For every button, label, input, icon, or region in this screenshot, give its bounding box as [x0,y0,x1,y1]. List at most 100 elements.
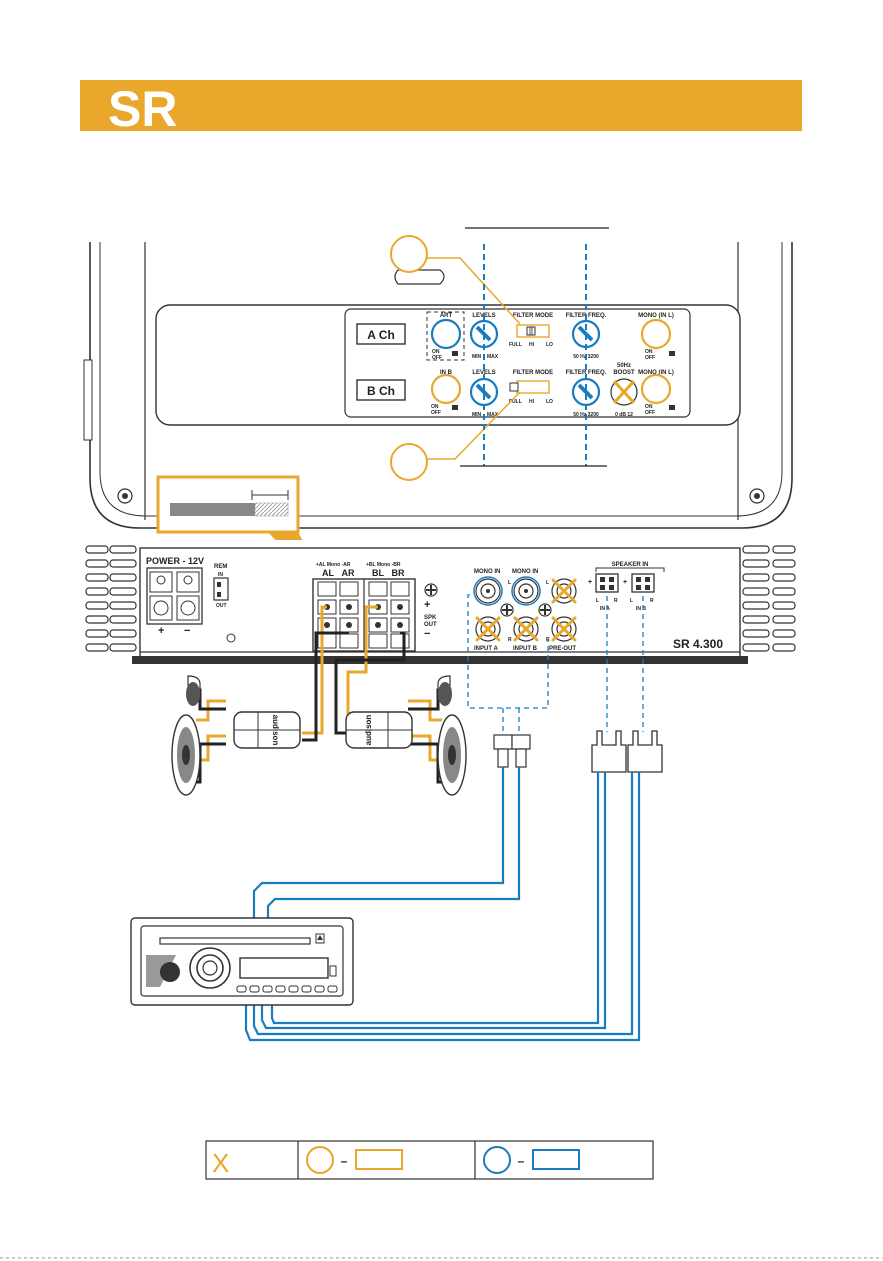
legend-orange-circle [306,1146,334,1174]
svg-text:MAX: MAX [487,354,499,360]
callout-circle-bottom [390,391,521,481]
signal-cables [244,767,641,1042]
model-label: SR 4.300 [673,637,723,651]
svg-text:SPK: SPK [424,615,437,621]
svg-text:+: + [424,599,430,611]
svg-text:R: R [508,637,512,643]
crossover-right: audison [345,711,413,749]
svg-text:MIN: MIN [472,412,482,418]
svg-text:OFF: OFF [432,355,442,361]
svg-text:BOOST: BOOST [613,370,635,376]
power-block: POWER - 12V + − REM IN OUT [146,556,236,643]
svg-text:SPEAKER IN: SPEAKER IN [612,562,649,568]
callout-circle-top [390,235,521,325]
svg-text:INPUT B: INPUT B [513,646,538,652]
svg-text:IN B: IN B [440,370,453,376]
svg-text:+: + [158,625,164,637]
svg-text:AL: AL [322,568,334,578]
svg-text:MAX: MAX [487,412,499,418]
svg-text:0 dB 12: 0 dB 12 [615,412,633,418]
svg-text:L: L [596,598,599,604]
svg-text:OFF: OFF [431,410,441,416]
svg-text:ON: ON [645,404,653,410]
svg-text:HI: HI [529,342,535,348]
rca-inputs: MONO IN MONO IN L L R R INPUT A INPUT B … [473,569,577,652]
svg-text:B Ch: B Ch [367,384,395,398]
svg-text:–: – [341,1154,348,1168]
filter-mode-switch-b[interactable] [516,380,550,394]
svg-text:L: L [508,580,511,586]
svg-text:MONO IN: MONO IN [512,569,538,575]
svg-text:ON: ON [432,349,440,355]
svg-text:MIN: MIN [472,354,482,360]
svg-text:BR: BR [392,568,405,578]
speaker-right [437,675,467,796]
svg-text:50Hz: 50Hz [617,363,631,369]
svg-text:OUT: OUT [424,622,437,628]
svg-text:ON: ON [645,349,653,355]
svg-text:INPUT A: INPUT A [474,646,498,652]
svg-text:IN: IN [218,572,223,578]
svg-text:LO: LO [546,399,553,405]
svg-text:FILTER MODE: FILTER MODE [513,313,553,319]
svg-text:LEVELS: LEVELS [472,370,495,376]
svg-text:OUT: OUT [216,603,227,609]
svg-text:L: L [630,598,633,604]
in-b-button[interactable] [430,373,462,405]
legend-x-mark: X [212,1148,229,1178]
dashed-guides [467,594,644,735]
legend-blue-rect [532,1149,580,1170]
svg-text:L: L [546,580,549,586]
mono-button-a[interactable] [640,318,672,350]
svg-text:POWER - 12V: POWER - 12V [146,556,204,566]
channel-b-label: B Ch [356,379,406,401]
legend: X – – [205,1140,654,1180]
push-icon [452,351,458,356]
svg-text:A Ch: A Ch [367,328,395,342]
channel-a-label: A Ch [356,323,406,345]
svg-text:ART: ART [440,313,453,319]
svg-text:REM: REM [214,564,227,570]
svg-text:FILTER MODE: FILTER MODE [513,370,553,376]
speaker-in-connectors: SPEAKER IN + L R IN A + L R IN B SR 4.30… [588,562,723,651]
svg-text:HI: HI [529,399,535,405]
speaker-terminals: +AL Mono -AR +BL Mono -BR AL AR BL BR + … [312,562,438,652]
svg-text:+AL Mono -AR: +AL Mono -AR [316,562,351,568]
speaker-in-plugs [591,730,663,773]
svg-text:PRE-OUT: PRE-OUT [549,646,576,652]
crossover-left: audison [233,711,301,749]
svg-text:R: R [614,598,618,604]
svg-text:−: − [424,628,430,640]
svg-text:AR: AR [342,568,355,578]
svg-text:+: + [623,579,627,586]
legend-orange-rect [355,1149,403,1170]
legend-blue-circle [483,1146,511,1174]
svg-text:IN A: IN A [600,606,610,612]
svg-text:R: R [650,598,654,604]
header-band: SR [80,80,802,137]
svg-text:OFF: OFF [645,410,655,416]
svg-text:ON: ON [431,404,439,410]
svg-text:audison: audison [364,715,373,746]
svg-text:MONO IN: MONO IN [474,569,500,575]
speaker-left [171,675,201,796]
svg-text:OFF: OFF [645,355,655,361]
svg-text:MONO (IN L): MONO (IN L) [638,313,674,319]
svg-text:+: + [588,579,592,586]
svg-text:IN B: IN B [636,606,646,612]
svg-text:FULL: FULL [509,342,522,348]
svg-text:MONO (IN L): MONO (IN L) [638,370,674,376]
svg-text:audison: audison [271,715,280,746]
svg-text:–: – [518,1154,525,1168]
svg-text:BL: BL [372,568,384,578]
svg-text:FULL: FULL [509,399,522,405]
rca-plugs [493,734,531,768]
svg-text:+BL Mono -BR: +BL Mono -BR [366,562,401,568]
art-button[interactable] [430,318,462,350]
car-stereo-head-unit [130,917,354,1006]
mono-button-b[interactable] [640,373,672,405]
svg-text:−: − [184,625,190,637]
svg-text:LO: LO [546,342,553,348]
brand-logo: SR [108,81,177,137]
